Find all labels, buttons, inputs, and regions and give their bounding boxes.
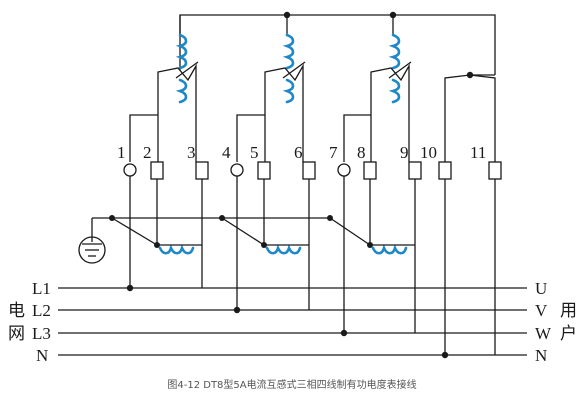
terminal-8 [363, 161, 377, 180]
terminal-number-10: 10 [420, 143, 437, 162]
side-label-yong: 用 [560, 301, 577, 321]
terminal-3 [195, 161, 209, 180]
terminal-number-8: 8 [357, 143, 366, 162]
voltage-coil-2 [264, 33, 306, 162]
terminal-number-2: 2 [143, 143, 152, 162]
terminal-number-3: 3 [187, 143, 196, 162]
terminal-numbers: 1 2 3 4 5 6 7 8 9 10 11 [117, 143, 486, 162]
figure-caption: 图4-12 DT8型5A电流互感式三相四线制有功电度表接线 [167, 378, 416, 391]
ct-links [111, 217, 373, 248]
terminal-down-wires [129, 176, 496, 355]
line-label-l3: L3 [32, 324, 51, 343]
terminal-1 [123, 163, 137, 177]
current-transformers [157, 244, 415, 255]
line-label-n: N [36, 346, 48, 365]
line-label-w: W [535, 324, 552, 343]
terminal-number-6: 6 [294, 143, 303, 162]
line-label-l1: L1 [32, 279, 51, 298]
wire-t4 [236, 114, 265, 162]
line-label-l2: L2 [32, 301, 51, 320]
top-voltage-bus [179, 11, 496, 162]
terminal-number-9: 9 [400, 143, 409, 162]
side-label-dian: 电 [8, 301, 25, 321]
terminal-4 [230, 163, 244, 177]
main-lines [58, 284, 527, 359]
terminal-number-4: 4 [222, 143, 231, 162]
terminal-number-5: 5 [250, 143, 259, 162]
terminal-2 [150, 161, 164, 180]
wire-t1 [129, 114, 158, 162]
voltage-coil-3 [370, 33, 412, 162]
ground-icon [78, 215, 333, 264]
terminal-9 [408, 161, 422, 180]
wire-t7 [343, 114, 371, 162]
terminal-7 [337, 163, 351, 177]
side-label-hu: 户 [560, 324, 577, 344]
terminal-6 [302, 161, 316, 180]
terminal-5 [257, 161, 271, 180]
line-label-v: V [535, 301, 548, 320]
terminal-10 [438, 161, 452, 180]
terminal-number-11: 11 [470, 143, 486, 162]
terminal-11 [488, 161, 502, 180]
side-label-wang: 网 [8, 324, 25, 344]
voltage-coil-1 [157, 33, 199, 162]
terminal-block [123, 161, 502, 180]
line-label-u: U [535, 279, 547, 298]
terminal-number-1: 1 [117, 143, 126, 162]
line-label-n-right: N [535, 346, 547, 365]
terminal-number-7: 7 [329, 143, 338, 162]
